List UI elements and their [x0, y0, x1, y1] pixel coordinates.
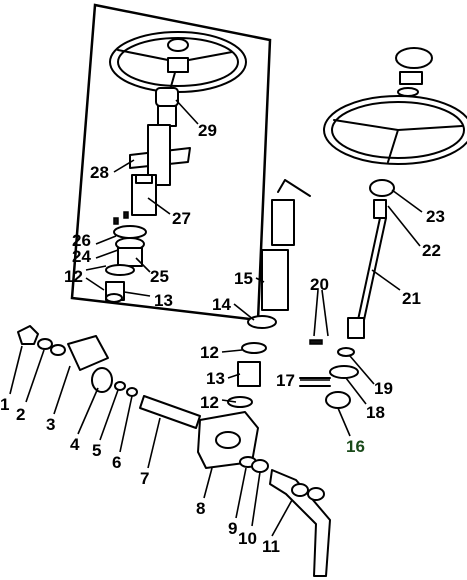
callout-12-inset: 12: [64, 267, 83, 286]
steering-wheel-right: [323, 47, 467, 165]
callout-5: 5: [92, 441, 101, 460]
part-21-steering-shaft: [347, 199, 387, 339]
callout-25: 25: [150, 267, 169, 286]
callout-16: 16: [346, 437, 365, 456]
right-lower-parts: [299, 339, 359, 409]
left-shaft-parts: [17, 325, 201, 429]
callout-23: 23: [426, 207, 445, 226]
callout-12-center-upper: 12: [200, 343, 219, 362]
callout-19: 19: [374, 379, 393, 398]
callout-26: 26: [72, 231, 91, 250]
callout-2: 2: [16, 405, 25, 424]
callout-22: 22: [422, 241, 441, 260]
callout-6: 6: [112, 453, 121, 472]
callout-8: 8: [196, 499, 205, 518]
callout-14: 14: [212, 295, 231, 314]
callout-18: 18: [366, 403, 385, 422]
part-29-column-cap: [155, 87, 179, 127]
part-27-column-tube: [131, 174, 157, 216]
part-11-pitman-arm: [239, 456, 331, 577]
callout-3: 3: [46, 415, 55, 434]
part-8-gearbox: [197, 411, 259, 469]
callout-labels: 1 2 3 4 5 6 7 8 9 10 11 12 12 12 13 13 1…: [0, 121, 445, 556]
callout-7: 7: [140, 469, 149, 488]
callout-27: 27: [172, 209, 191, 228]
callout-17: 17: [276, 371, 295, 390]
leader-lines: [9, 99, 423, 537]
callout-12-center-lower: 12: [200, 393, 219, 412]
part-23-bushing: [369, 179, 395, 197]
callout-11: 11: [262, 537, 280, 556]
part-28-column-bracket: [129, 124, 191, 186]
callout-21: 21: [402, 289, 421, 308]
callout-13-center: 13: [206, 369, 225, 388]
inset-gear-stack: [105, 211, 147, 303]
callout-20: 20: [310, 275, 329, 294]
callout-4: 4: [70, 435, 80, 454]
center-column: [227, 179, 311, 408]
callout-28: 28: [90, 163, 109, 182]
callout-9: 9: [228, 519, 237, 538]
callout-1: 1: [0, 395, 9, 414]
callout-24: 24: [72, 247, 91, 266]
callout-29: 29: [198, 121, 217, 140]
callout-13-inset: 13: [154, 291, 173, 310]
inset-steering-wheel: [109, 31, 247, 93]
callout-10: 10: [238, 529, 257, 548]
callout-15: 15: [234, 269, 253, 288]
